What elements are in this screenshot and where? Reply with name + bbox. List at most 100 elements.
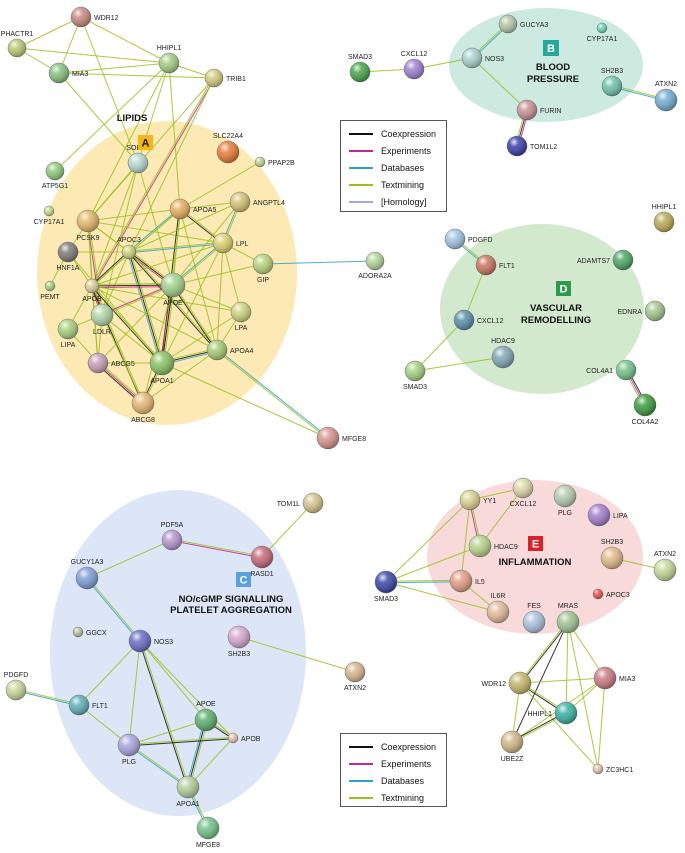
protein-node[interactable]: ANGPTL4 <box>229 191 285 213</box>
protein-node[interactable]: SMAD3 <box>348 54 372 83</box>
protein-node-shading <box>150 351 174 375</box>
experiments-swatch <box>349 149 373 152</box>
protein-node[interactable]: EDNRA <box>617 300 666 322</box>
protein-node[interactable]: GIP <box>252 253 274 284</box>
protein-node[interactable]: SH2B3 <box>600 539 624 570</box>
legend-label: Databases <box>381 775 425 786</box>
protein-node[interactable]: PLG <box>117 733 141 766</box>
protein-node[interactable]: GUCY1A3 <box>71 559 104 590</box>
protein-node[interactable]: APOE <box>160 272 186 307</box>
protein-node[interactable]: GGCX <box>72 626 107 638</box>
protein-node[interactable]: PCSK9 <box>77 209 100 242</box>
protein-node[interactable]: FLT1 <box>68 694 108 716</box>
interaction-edge <box>87 162 139 222</box>
protein-node-shading <box>554 485 576 507</box>
protein-node[interactable]: FLT1 <box>475 254 515 276</box>
protein-node[interactable]: IL6R <box>486 593 510 624</box>
protein-node[interactable]: WDR12 <box>70 6 119 28</box>
protein-node[interactable]: SMAD3 <box>403 360 427 391</box>
protein-node[interactable]: PDF5A <box>161 522 184 551</box>
protein-node[interactable]: YY1 <box>459 489 496 511</box>
protein-node[interactable]: ATXN2 <box>344 661 366 692</box>
protein-node[interactable]: APOC3 <box>592 588 630 600</box>
protein-node[interactable]: LPA <box>230 301 252 332</box>
protein-node[interactable]: RASD1 <box>250 545 274 578</box>
protein-node[interactable]: MIA3 <box>593 666 635 690</box>
protein-node-shading <box>654 559 676 581</box>
protein-node[interactable]: MIA3 <box>48 62 88 84</box>
cluster-b-region <box>449 8 643 122</box>
protein-node[interactable]: PDGFD <box>444 228 493 250</box>
protein-node-shading <box>231 302 251 322</box>
protein-node[interactable]: PPAP2B <box>254 156 295 168</box>
protein-node[interactable]: GUCYA3 <box>498 14 548 34</box>
protein-node[interactable]: APOA1 <box>149 350 175 385</box>
protein-node-shading <box>404 59 424 79</box>
protein-node-shading <box>492 346 514 368</box>
protein-node[interactable]: PHACTR1 <box>1 31 34 58</box>
protein-node[interactable]: ATXN2 <box>653 551 677 582</box>
protein-node[interactable]: SMAD3 <box>374 570 398 603</box>
protein-node[interactable]: APOA5 <box>169 198 216 220</box>
protein-node[interactable]: FURIN <box>516 99 561 121</box>
protein-node-shading <box>77 210 99 232</box>
protein-node[interactable]: ABCG8 <box>131 391 155 424</box>
protein-node[interactable]: TOM1L2 <box>506 135 557 157</box>
protein-node[interactable]: CYP17A1 <box>587 22 618 43</box>
legend-label: [Homology] <box>381 196 427 207</box>
protein-node[interactable]: SLC22A4 <box>213 133 243 164</box>
protein-node[interactable]: ATXN2 <box>654 81 678 112</box>
cluster-badge-letter: E <box>532 539 539 551</box>
protein-node[interactable]: ABCG5 <box>87 352 135 374</box>
protein-node[interactable]: CXCL12 <box>401 51 428 80</box>
protein-node[interactable]: MFGE8 <box>196 816 220 849</box>
protein-node[interactable]: CXCL12 <box>510 477 537 508</box>
protein-node[interactable]: LIPA <box>587 503 628 527</box>
protein-node[interactable]: TRIB1 <box>204 68 246 88</box>
protein-node[interactable]: ZC3HC1 <box>592 763 633 775</box>
protein-node-label: HHIPL1 <box>527 711 552 718</box>
protein-node[interactable]: LPL <box>212 232 249 254</box>
protein-node[interactable]: HHIPL1 <box>652 204 677 233</box>
protein-node[interactable]: PEMT <box>40 280 60 301</box>
protein-node[interactable]: SH2B3 <box>601 68 623 97</box>
protein-node[interactable]: APOE <box>194 701 218 732</box>
protein-node[interactable]: LIPA <box>57 318 79 349</box>
interaction-edge <box>101 314 144 404</box>
protein-node[interactable]: CYP17A1 <box>34 205 65 226</box>
protein-node[interactable]: IL5 <box>449 569 485 593</box>
protein-node[interactable]: APOB <box>227 732 261 744</box>
protein-node[interactable]: PDGFD <box>4 672 29 701</box>
protein-node[interactable]: MFGE8 <box>316 426 366 450</box>
protein-node[interactable]: ATP5G1 <box>42 161 68 190</box>
protein-node-shading <box>69 695 89 715</box>
protein-node[interactable]: HHIPL1 <box>527 701 578 725</box>
protein-node[interactable]: HDAC9 <box>468 534 518 558</box>
protein-node[interactable]: APOC3 <box>117 237 141 260</box>
protein-node[interactable]: UBE2Z <box>501 730 524 763</box>
interaction-edge <box>97 284 174 364</box>
protein-node[interactable]: HHIPL1 <box>157 45 182 74</box>
protein-node[interactable]: NOS3 <box>128 629 173 653</box>
protein-node[interactable]: APOB <box>82 278 102 303</box>
protein-node[interactable]: FES <box>522 603 546 634</box>
protein-node-label: CXCL12 <box>510 501 537 508</box>
protein-node[interactable]: NOS3 <box>461 47 504 69</box>
protein-node[interactable]: LDLR <box>90 303 114 336</box>
protein-node[interactable]: CXCL12 <box>453 309 504 331</box>
protein-node[interactable]: APOA1 <box>176 775 200 808</box>
protein-node[interactable]: WDR12 <box>481 671 532 695</box>
interaction-edge <box>58 72 139 164</box>
protein-node[interactable]: TOM1L <box>277 492 324 514</box>
protein-node[interactable]: COL4A2 <box>632 393 659 426</box>
protein-node[interactable]: COL4A1 <box>586 359 637 381</box>
interaction-edge <box>216 242 224 351</box>
protein-node[interactable]: MRAS <box>556 603 580 634</box>
protein-node[interactable]: APOA4 <box>206 339 253 361</box>
protein-node[interactable]: PLG <box>553 484 577 517</box>
protein-node[interactable]: ADORA2A <box>358 251 392 280</box>
protein-node[interactable]: HDAC9 <box>491 338 515 369</box>
protein-node[interactable]: ADAMTS7 <box>577 249 634 271</box>
protein-node[interactable]: HNF1A <box>57 241 80 272</box>
protein-node[interactable]: SH2B3 <box>227 625 251 658</box>
